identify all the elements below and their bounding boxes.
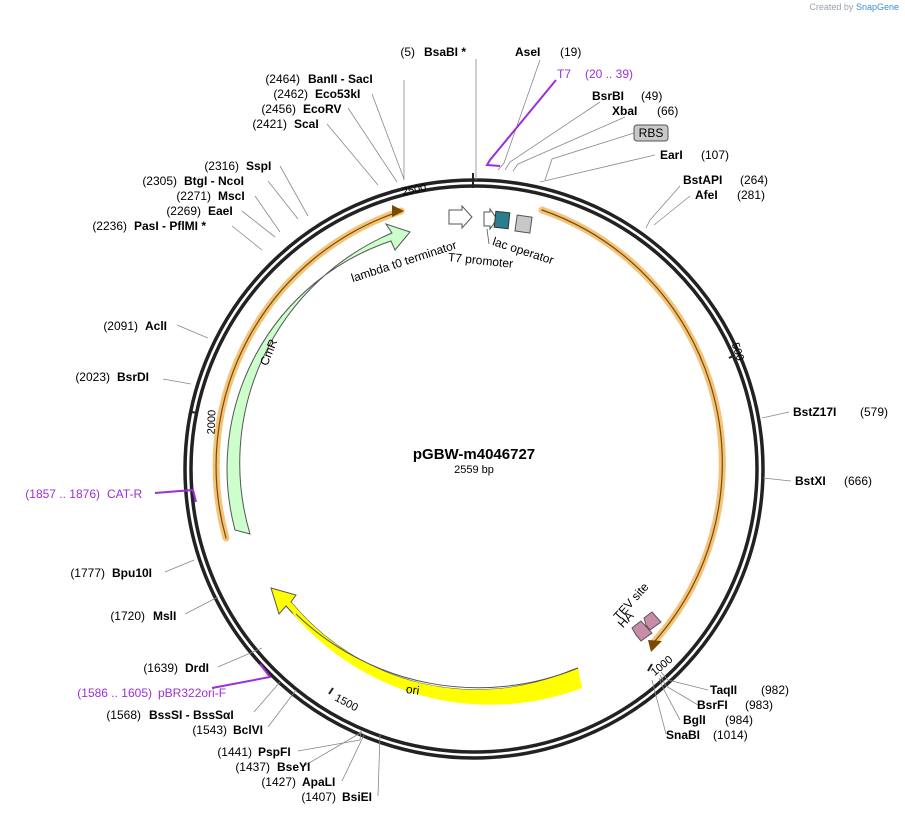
snapgene-logo: SnapGene xyxy=(855,2,899,12)
site-pos: (2271) xyxy=(176,189,211,203)
tick-1500: 1500 xyxy=(333,692,360,714)
orf-arcs xyxy=(212,205,726,652)
site-pos: (1441) xyxy=(217,745,252,759)
primer-range: (20 .. 39) xyxy=(585,67,633,81)
site-pos: (982) xyxy=(761,683,789,697)
site-pos: (2023) xyxy=(75,370,110,384)
site-label: XbaI xyxy=(612,104,637,118)
tick-500: 500 xyxy=(729,341,746,362)
site-pos: (2421) xyxy=(252,117,287,131)
site-label: SnaBI xyxy=(666,728,700,742)
site-label: BsrFI xyxy=(697,698,728,712)
t7-promoter-label: T7 promoter xyxy=(447,250,513,271)
site-pos: (1777) xyxy=(70,566,105,580)
site-pos: (1427) xyxy=(261,775,296,789)
site-label: BglI xyxy=(683,713,706,727)
lambda-t0-label: lambda t0 terminator xyxy=(349,238,458,285)
site-label: ScaI xyxy=(294,117,319,131)
site-label: BtgI - NcoI xyxy=(184,174,244,188)
site-label: BclVI xyxy=(233,723,263,737)
cmr-label: CmR xyxy=(257,337,280,368)
site-label: BseYI xyxy=(277,760,310,774)
site-pos: (49) xyxy=(641,89,662,103)
site-label: PspFI xyxy=(258,745,291,759)
site-pos: (107) xyxy=(701,148,729,162)
site-label: SspI xyxy=(246,159,271,173)
site-pos: (1639) xyxy=(143,661,178,675)
ori-label: ori xyxy=(405,682,420,698)
site-pos: (666) xyxy=(844,474,872,488)
site-pos: (1437) xyxy=(235,760,270,774)
site-pos: (264) xyxy=(740,173,768,187)
site-pos: (66) xyxy=(657,104,678,118)
primer-label: pBR322ori-F xyxy=(158,686,226,700)
rbs-label-box: RBS xyxy=(633,124,669,142)
tev-ha-tags: TEV site HA xyxy=(611,580,662,642)
site-label: MscI xyxy=(218,189,245,203)
site-pos: (1568) xyxy=(106,708,141,722)
rbs-label: RBS xyxy=(639,126,664,140)
site-pos: (1014) xyxy=(713,728,748,742)
site-pos: (2091) xyxy=(103,319,138,333)
site-pos: (983) xyxy=(745,698,773,712)
site-label: EaeI xyxy=(208,204,233,218)
site-label: BstAPI xyxy=(683,173,722,187)
site-label: BsiEI xyxy=(342,790,372,804)
primer-range: (1857 .. 1876) xyxy=(25,487,100,501)
site-pos: (1407) xyxy=(301,790,336,804)
site-pos: (281) xyxy=(737,188,765,202)
site-pos: (2316) xyxy=(204,159,239,173)
site-label: EcoRV xyxy=(303,102,341,116)
primer-label: CAT-R xyxy=(107,487,142,501)
site-label: EarI xyxy=(660,148,683,162)
site-label: TaqII xyxy=(710,683,737,697)
scale-ticks xyxy=(190,173,736,695)
site-label: ApaLI xyxy=(302,775,335,789)
site-label: DrdI xyxy=(185,661,209,675)
primer-label: T7 xyxy=(557,67,571,81)
site-pos: (984) xyxy=(725,713,753,727)
snapgene-credit: Created by SnapGene xyxy=(809,2,899,12)
site-pos: (2305) xyxy=(142,174,177,188)
site-label: BsrDI xyxy=(117,370,149,384)
ori-feature: ori xyxy=(270,587,582,705)
site-label: AfeI xyxy=(695,188,718,202)
site-pos: (1720) xyxy=(110,609,145,623)
primer-range: (1586 .. 1605) xyxy=(77,686,152,700)
site-label: BstXI xyxy=(795,474,826,488)
site-label: MslI xyxy=(153,609,176,623)
site-label: BsaBI * xyxy=(424,45,466,59)
site-label: BstZ17I xyxy=(793,405,836,419)
site-pos: (579) xyxy=(860,405,888,419)
credit-prefix: Created by xyxy=(809,2,854,12)
site-labels: (5) BsaBI * AseI (19) T7 (20 .. 39) BsrB… xyxy=(25,45,888,804)
site-pos: (2269) xyxy=(166,204,201,218)
site-pos: (2236) xyxy=(92,219,127,233)
tick-1000: 1000 xyxy=(649,654,675,679)
plasmid-length: 2559 bp xyxy=(454,464,494,476)
tick-2500: 2500 xyxy=(401,182,427,199)
site-leader-lines xyxy=(162,59,792,797)
site-pos: (19) xyxy=(560,45,581,59)
plasmid-name: pGBW-m4046727 xyxy=(413,446,535,463)
site-pos: (2456) xyxy=(261,102,296,116)
site-label: BanII - SacI xyxy=(308,72,373,86)
rbs-box xyxy=(514,214,533,234)
site-label: AclI xyxy=(145,319,167,333)
site-pos: (1543) xyxy=(192,723,227,737)
primer-marks xyxy=(154,79,557,689)
t7-promoter: T7 promoter xyxy=(447,207,514,271)
site-label: BsrBI xyxy=(592,89,624,103)
site-label: Bpu10I xyxy=(112,566,152,580)
site-label: AseI xyxy=(515,45,540,59)
site-label: (5) xyxy=(400,45,415,59)
site-label: PasI - PflMI * xyxy=(134,219,206,233)
site-pos: (2462) xyxy=(273,87,308,101)
site-label: Eco53kI xyxy=(315,87,360,101)
site-pos: (2464) xyxy=(265,72,300,86)
site-label: BssSI - BssSαI xyxy=(149,708,234,722)
